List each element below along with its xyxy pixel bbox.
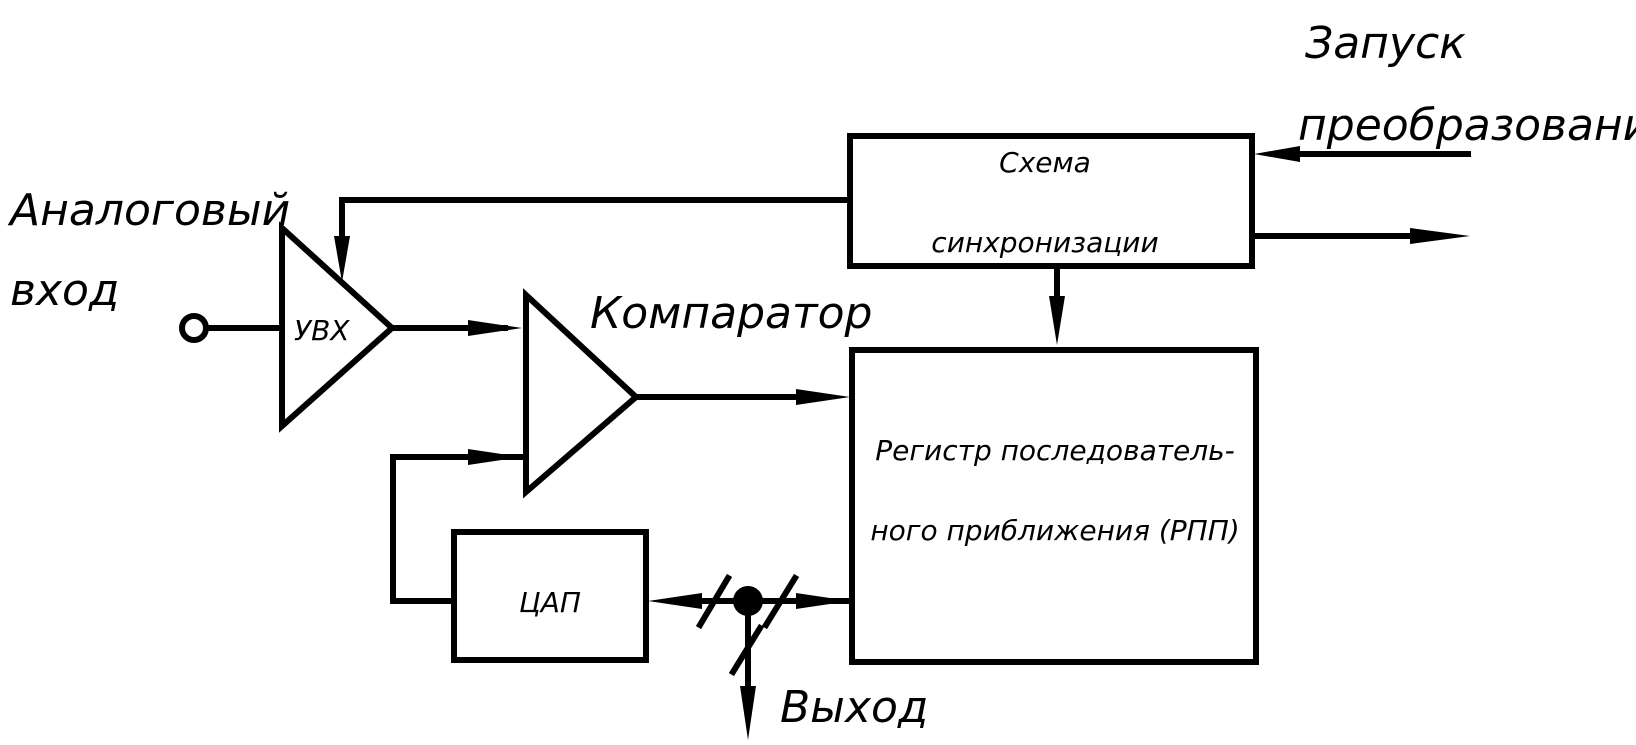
arrow-comparator-to-sar xyxy=(796,389,850,405)
arrow-to-output xyxy=(740,686,756,740)
arrow-start-to-sync xyxy=(1254,146,1300,162)
sar-label-line2: ного приближения (РПП) xyxy=(870,514,1239,547)
comparator-label: Компаратор xyxy=(590,288,872,339)
sync-block xyxy=(847,133,1255,269)
start-label-line2: преобразования xyxy=(1298,100,1636,151)
sar-block xyxy=(849,347,1259,665)
analog-input-terminal xyxy=(179,313,209,343)
bus-slash-right xyxy=(761,573,800,630)
comparator-triangle xyxy=(523,288,641,499)
dac-label: ЦАП xyxy=(519,586,581,619)
output-label: Выход xyxy=(780,682,928,733)
sar-label-line1: Регистр последователь- xyxy=(875,434,1235,467)
sample-hold-label: УВХ xyxy=(294,314,350,347)
arrow-bus-to-sar xyxy=(796,593,850,609)
arrow-to-sample-hold-control xyxy=(334,236,350,282)
analog-input-label-line2: вход xyxy=(10,265,119,316)
arrow-bus-to-dac xyxy=(648,593,702,609)
bus-slash-output xyxy=(728,623,765,677)
sync-label-line2: синхронизации xyxy=(931,226,1158,259)
wire-sync-to-sample-hold xyxy=(339,197,851,253)
start-label-line1: Запуск xyxy=(1305,18,1466,69)
arrow-to-comparator-minus xyxy=(468,449,522,465)
bus-junction-dot xyxy=(733,586,763,616)
dac-block xyxy=(451,529,649,663)
sample-hold-triangle xyxy=(279,221,397,433)
sync-label-line1: Схема xyxy=(999,146,1091,179)
arrow-sync-output-right xyxy=(1410,228,1470,244)
analog-input-label-line1: Аналоговый xyxy=(7,185,290,236)
wire-dac-to-comparator xyxy=(390,454,469,604)
bus-slash-left xyxy=(695,573,733,630)
arrow-to-comparator-plus xyxy=(468,320,522,336)
arrow-sync-to-sar xyxy=(1049,296,1065,345)
